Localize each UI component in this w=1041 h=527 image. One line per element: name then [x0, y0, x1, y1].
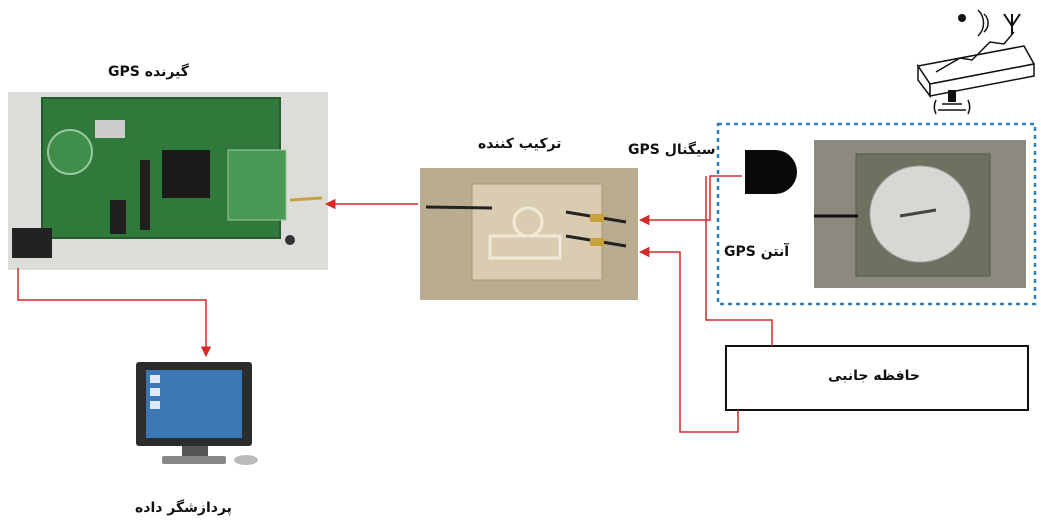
gps-antenna-photo	[814, 140, 1026, 288]
signal-emitter-icon	[745, 150, 797, 194]
gps-receiver-board	[8, 92, 328, 270]
data-processor-label: پردازشگر داده	[135, 500, 232, 516]
receiver-label: گیرنده GPS	[108, 64, 189, 80]
gps-signal-label: سیگنال GPS	[628, 142, 715, 158]
combiner-label: ترکیب کننده	[478, 136, 561, 152]
combiner-board	[420, 168, 638, 300]
gps-antenna-label: آنتن GPS	[724, 244, 789, 260]
desktop-computer-icon	[136, 362, 258, 465]
side-memory-label: حافظه جانبی	[828, 368, 920, 384]
antenna-on-terrain-icon	[918, 10, 1034, 114]
